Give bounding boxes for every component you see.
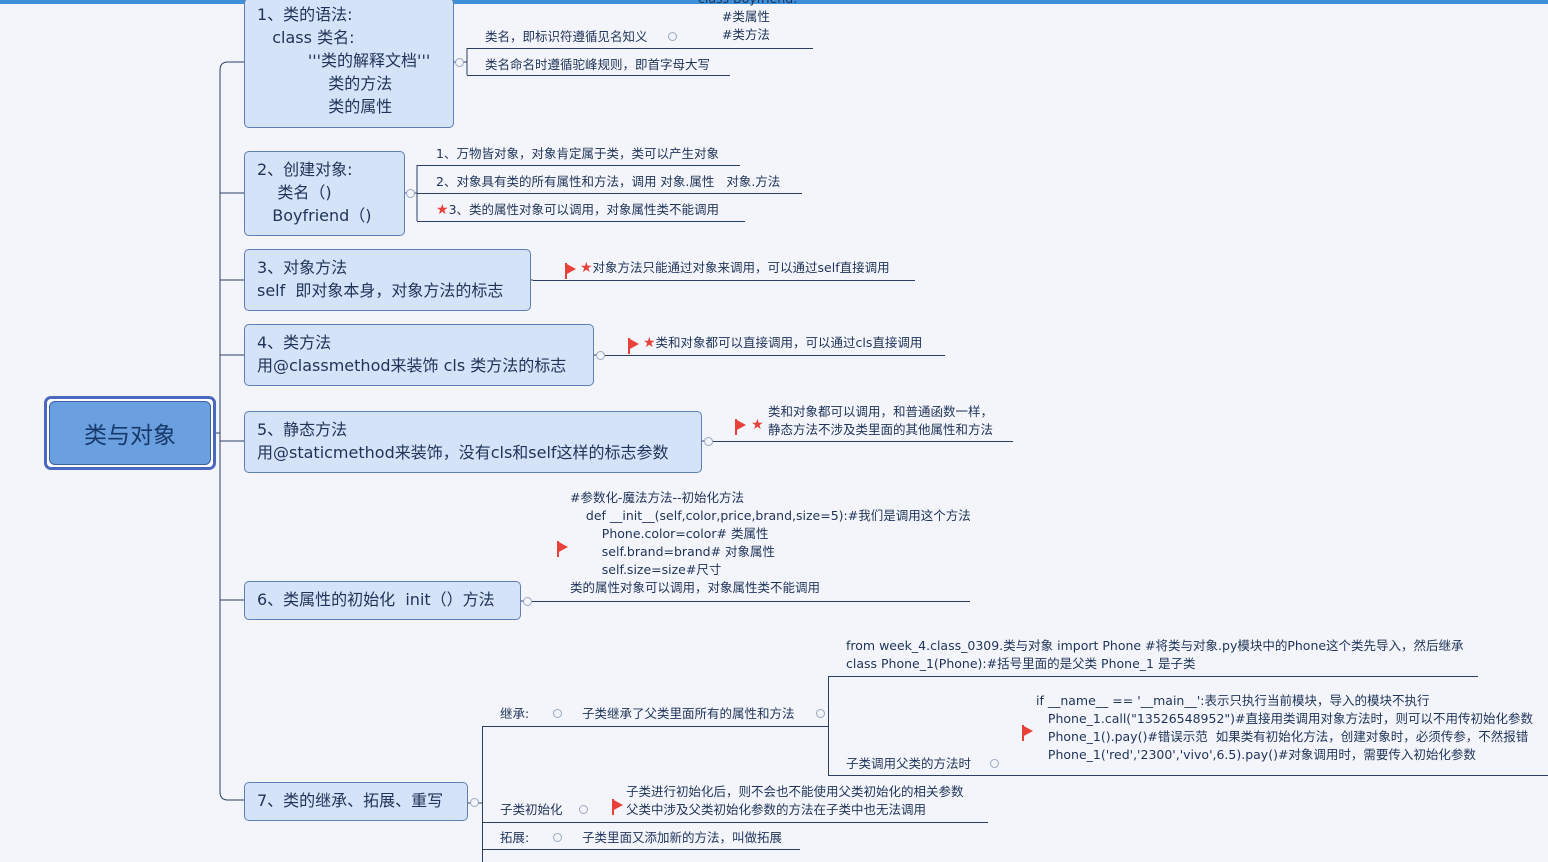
collapse-icon[interactable]	[668, 32, 677, 41]
top-bar	[0, 0, 1548, 4]
underline	[828, 775, 1548, 776]
flag-icon	[565, 262, 576, 279]
underline	[533, 280, 915, 281]
flag-icon	[612, 794, 623, 815]
leaf[interactable]: 类名命名时遵循驼峰规则，即首字母大写	[485, 57, 711, 72]
collapse-icon[interactable]	[579, 805, 588, 814]
call-parent-label[interactable]: 子类调用父类的方法时	[846, 756, 972, 771]
flag-icon	[628, 337, 639, 354]
extend-child[interactable]: 子类里面又添加新的方法，叫做拓展	[582, 830, 783, 845]
collapse-icon[interactable]	[553, 833, 562, 842]
underline	[417, 165, 740, 166]
underline	[713, 441, 1013, 442]
leaf[interactable]: ★3、类的属性对象可以调用，对象属性类不能调用	[436, 201, 719, 219]
leaf[interactable]: 类和对象都可以调用，和普通函数一样， 静态方法不涉及类里面的其他属性和方法	[768, 404, 994, 437]
underline	[467, 48, 813, 49]
collapse-icon[interactable]	[406, 189, 415, 198]
collapse-icon[interactable]	[596, 351, 605, 360]
topic-init-method[interactable]: 6、类属性的初始化 init（）方法	[244, 581, 521, 620]
leaf-text: 对象方法只能通过对象来调用，可以通过self直接调用	[592, 260, 890, 275]
inherit-child[interactable]: 子类继承了父类里面所有的属性和方法	[582, 706, 795, 721]
underline	[828, 676, 1478, 677]
flag-icon	[1022, 720, 1033, 741]
inherit-label[interactable]: 继承:	[500, 706, 530, 721]
underline	[417, 193, 802, 194]
underline	[482, 726, 828, 727]
collapse-icon[interactable]	[704, 437, 713, 446]
underline	[530, 601, 970, 602]
leaf[interactable]: 1、万物皆对象，对象肯定属于类，类可以产生对象	[436, 146, 719, 161]
leaf[interactable]: #参数化-魔法方法--初始化方法 def __init__(self,color…	[570, 490, 971, 595]
collapse-icon[interactable]	[990, 759, 999, 768]
topic-inheritance[interactable]: 7、类的继承、拓展、重写	[244, 782, 468, 821]
star-icon: ★	[642, 335, 656, 351]
leaf[interactable]: 2、对象具有类的所有属性和方法，调用 对象.属性 对象.方法	[436, 174, 781, 189]
subclass-init-label[interactable]: 子类初始化	[500, 802, 563, 817]
flag-icon	[735, 418, 746, 435]
leaf[interactable]: ★类和对象都可以直接调用，可以通过cls直接调用	[628, 334, 923, 354]
code-note: class Boyfriend: #类属性 #类方法	[698, 0, 797, 42]
collapse-icon[interactable]	[553, 709, 562, 718]
collapse-icon[interactable]	[816, 709, 825, 718]
underline	[482, 849, 800, 850]
flag-star-icons: ★	[735, 414, 764, 435]
collapse-icon[interactable]	[455, 58, 464, 67]
topic-class-method[interactable]: 4、类方法 用@classmethod来装饰 cls 类方法的标志	[244, 324, 594, 386]
leaf-text: 类和对象都可以直接调用，可以通过cls直接调用	[655, 335, 923, 350]
topic-object-method[interactable]: 3、对象方法 self 即对象本身，对象方法的标志	[244, 249, 531, 311]
branch-line	[828, 676, 829, 776]
underline	[482, 822, 988, 823]
collapse-icon[interactable]	[470, 798, 479, 807]
root-label: 类与对象	[49, 401, 211, 465]
topic-create-object[interactable]: 2、创建对象: 类名（) Boyfriend（)	[244, 151, 405, 236]
underline	[467, 75, 730, 76]
branch-line	[482, 726, 483, 862]
import-note[interactable]: from week_4.class_0309.类与对象 import Phone…	[846, 638, 1464, 671]
star-icon: ★	[751, 417, 764, 433]
main-code-note[interactable]: if __name__ == '__main__':表示只执行当前模块，导入的模…	[1036, 693, 1534, 762]
leaf[interactable]: 类名，即标识符遵循见名知义	[485, 29, 648, 44]
star-icon: ★	[436, 202, 449, 218]
leaf-text: 3、类的属性对象可以调用，对象属性类不能调用	[448, 202, 720, 217]
topic-class-syntax[interactable]: 1、类的语法: class 类名: '''类的解释文档''' 类的方法 类的属性	[244, 0, 454, 128]
underline	[605, 355, 945, 356]
root-topic[interactable]: 类与对象	[44, 396, 216, 470]
extend-label[interactable]: 拓展:	[500, 830, 530, 845]
star-icon: ★	[579, 260, 593, 276]
leaf[interactable]: ★对象方法只能通过对象来调用，可以通过self直接调用	[565, 259, 890, 279]
collapse-icon[interactable]	[523, 597, 532, 606]
subclass-init-child[interactable]: 子类进行初始化后，则不会也不能使用父类初始化的相关参数 父类中涉及父类初始化参数…	[626, 784, 964, 817]
flag-icon	[557, 536, 568, 557]
underline	[417, 221, 745, 222]
topic-static-method[interactable]: 5、静态方法 用@staticmethod来装饰，没有cls和self这样的标志…	[244, 411, 702, 473]
